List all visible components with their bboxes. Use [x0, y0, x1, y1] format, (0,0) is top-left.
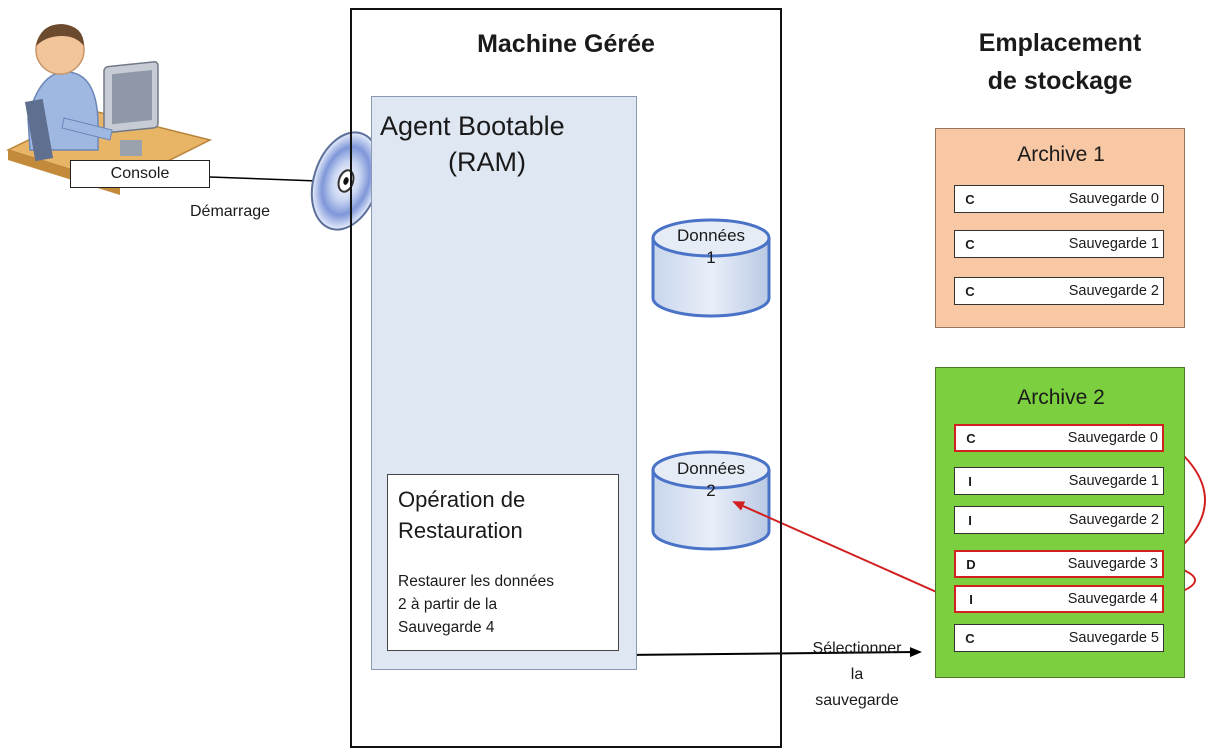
backup-name: Sauvegarde 4	[1067, 591, 1158, 607]
restore-title-line2: Restauration	[398, 518, 523, 543]
backup-type: C	[966, 430, 976, 446]
backup-name: Sauvegarde 3	[1067, 556, 1158, 572]
backup-name: Sauvegarde 1	[1068, 473, 1159, 489]
restore-arrow-to-disk-2	[732, 501, 951, 599]
backup-type: I	[968, 473, 972, 489]
restore-title-line1: Opération de	[398, 487, 526, 512]
archive-1-backup-1: C Sauvegarde 1	[954, 230, 1164, 258]
archive-2-backup-4: I Sauvegarde 4	[954, 585, 1164, 613]
archive-1-backup-0: C Sauvegarde 0	[954, 185, 1164, 213]
disk-icon-donnees-2	[651, 450, 771, 551]
backup-name: Sauvegarde 5	[1068, 630, 1159, 646]
backup-name: Sauvegarde 1	[1068, 236, 1159, 252]
boot-label: Démarrage	[190, 203, 271, 220]
disk-icon-donnees-1	[651, 218, 771, 318]
disk-2-label-line1: Données	[676, 459, 746, 478]
backup-name: Sauvegarde 0	[1067, 430, 1158, 446]
archive-2-backup-2: I Sauvegarde 2	[954, 506, 1164, 534]
bootable-agent-title-line1: Agent Bootable	[380, 111, 565, 141]
user-workstation-icon	[5, 24, 213, 195]
restore-operation-title: Opération de Restauration	[398, 484, 613, 546]
restore-operation-box	[387, 474, 619, 651]
restore-desc-line3: Sauvegarde 4	[398, 619, 495, 636]
bootable-agent-title-line2: (RAM)	[448, 147, 526, 177]
disk-label-donnees-2: Données 2	[651, 458, 771, 502]
backup-type: I	[968, 512, 972, 528]
archive-2-title: Archive 2	[1017, 386, 1105, 409]
backup-type: C	[965, 630, 975, 646]
archive-2-box: Archive 2 C Sauvegarde 0 I Sauvegarde 1 …	[935, 367, 1185, 678]
bootable-agent-title: Agent Bootable (RAM)	[380, 108, 630, 180]
backup-name: Sauvegarde 0	[1068, 191, 1159, 207]
archive-2-backup-0: C Sauvegarde 0	[954, 424, 1164, 452]
archive-1-box: Archive 1 C Sauvegarde 0 C Sauvegarde 1 …	[935, 128, 1185, 328]
boot-cd-icon	[310, 131, 382, 231]
storage-location-title: Emplacement de stockage	[920, 24, 1200, 100]
boot-connector-line	[209, 176, 319, 182]
select-label-line1: Sélectionner	[812, 640, 902, 657]
restore-operation-description: Restaurer les données 2 à partir de la S…	[398, 570, 613, 639]
backup-type: C	[965, 283, 975, 299]
storage-title-line2: de stockage	[987, 67, 1133, 95]
backup-type: D	[966, 556, 976, 572]
managed-machine-title: Machine Gérée	[477, 30, 655, 58]
archive-2-backup-3: D Sauvegarde 3	[954, 550, 1164, 578]
backup-name: Sauvegarde 2	[1068, 283, 1159, 299]
select-label-line2: la	[850, 666, 864, 683]
disk-label-donnees-1: Données 1	[651, 225, 771, 269]
archive-2-backup-1: I Sauvegarde 1	[954, 467, 1164, 495]
diagram-canvas	[5, 24, 1206, 658]
disk-1-label-line1: Données	[676, 226, 746, 245]
disk-1-label-line2: 1	[706, 248, 716, 267]
restore-desc-line2: 2 à partir de la	[398, 596, 498, 613]
backup-type: I	[969, 591, 973, 607]
select-label-line3: sauvegarde	[815, 692, 899, 709]
disk-2-label-line2: 2	[706, 481, 716, 500]
backup-type: C	[965, 191, 975, 207]
archive-1-title: Archive 1	[1017, 143, 1105, 166]
select-backup-label: Sélectionner la sauvegarde	[782, 636, 932, 714]
backup-name: Sauvegarde 2	[1068, 512, 1159, 528]
storage-title-line1: Emplacement	[978, 29, 1142, 57]
archive-2-backup-5: C Sauvegarde 5	[954, 624, 1164, 652]
archive-1-backup-2: C Sauvegarde 2	[954, 277, 1164, 305]
restore-desc-line1: Restaurer les données	[398, 573, 554, 590]
select-backup-arrow	[618, 647, 922, 658]
console-label: Console	[70, 160, 210, 188]
backup-type: C	[965, 236, 975, 252]
